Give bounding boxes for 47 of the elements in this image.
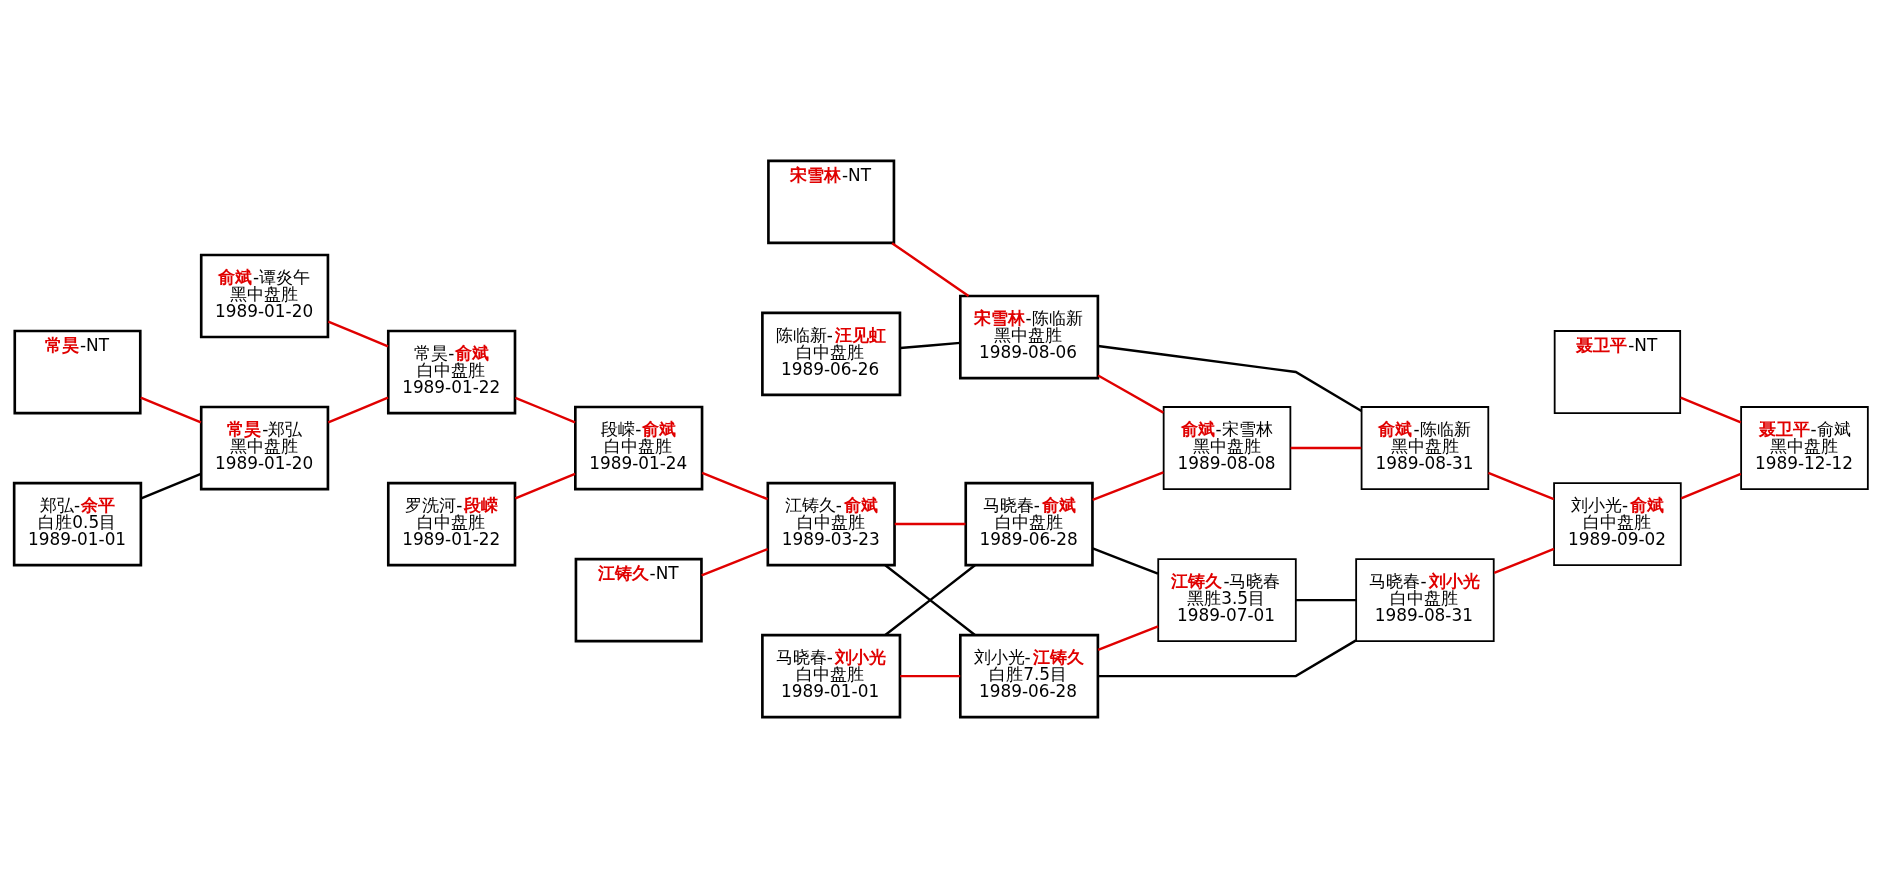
node-box: 聂卫平-NT — [1553, 329, 1682, 414]
node-box: 罗洗河-段嵘 白中盘胜 1989-01-22 — [386, 481, 517, 566]
connector — [1098, 638, 1357, 677]
node-box: 马晓春-俞斌 白中盘胜 1989-06-28 — [964, 481, 1094, 566]
connector — [514, 396, 576, 423]
connector — [1097, 624, 1159, 651]
connector — [1487, 471, 1555, 500]
connector — [327, 396, 389, 423]
node-box: 刘小光-俞斌 白中盘胜 1989-09-02 — [1553, 481, 1682, 566]
connector — [701, 547, 769, 577]
connector — [140, 472, 202, 499]
connector — [1290, 446, 1362, 449]
node-box: 常昊-郑弘 黑中盘胜 1989-01-20 — [199, 405, 330, 490]
node-box: 俞斌-谭炎午 黑中盘胜 1989-01-20 — [199, 253, 330, 338]
node-box: 常昊-NT — [13, 329, 142, 414]
connector — [1097, 344, 1362, 412]
node-box: 常昊-俞斌 白中盘胜 1989-01-22 — [386, 329, 517, 414]
connector — [884, 563, 976, 636]
connector — [900, 674, 961, 677]
node-box: 段嵘-俞斌 白中盘胜 1989-01-24 — [574, 405, 704, 490]
connector — [1296, 598, 1356, 601]
connector — [1680, 472, 1742, 499]
connector — [1680, 395, 1742, 423]
connector — [1092, 470, 1164, 501]
node-box: 江铸久-俞斌 白中盘胜 1989-03-23 — [766, 481, 896, 566]
node-box: 俞斌-宋雪林 黑中盘胜 1989-08-08 — [1162, 405, 1292, 490]
node-box: 江铸久-马晓春 黑胜3.5目 1989-07-01 — [1157, 557, 1297, 642]
connector — [891, 241, 970, 297]
node-box: 聂卫平-俞斌 黑中盘胜 1989-12-12 — [1740, 405, 1869, 490]
connector — [1097, 374, 1164, 414]
connector — [327, 320, 389, 347]
node-box: 江铸久-NT — [574, 557, 703, 642]
node-box: 俞斌-陈临新 黑中盘胜 1989-08-31 — [1360, 405, 1490, 490]
connector — [894, 522, 966, 525]
node-box: 宋雪林-NT — [767, 159, 896, 244]
connector — [900, 341, 961, 349]
node-box: 陈临新-汪见虹 白中盘胜 1989-06-26 — [761, 311, 902, 396]
connector — [1092, 546, 1159, 575]
connector — [140, 395, 202, 423]
connector — [514, 472, 576, 499]
connector — [1493, 547, 1555, 574]
connector — [701, 471, 769, 500]
node-box: 郑弘-余平 白胜0.5目 1989-01-01 — [12, 481, 143, 566]
node-box: 宋雪林-陈临新 黑中盘胜 1989-08-06 — [958, 294, 1100, 379]
node-box: 马晓春-刘小光 白中盘胜 1989-08-31 — [1355, 557, 1495, 642]
node-box: 刘小光-江铸久 白胜7.5目 1989-06-28 — [958, 633, 1100, 718]
node-box: 马晓春-刘小光 白中盘胜 1989-01-01 — [761, 633, 902, 718]
